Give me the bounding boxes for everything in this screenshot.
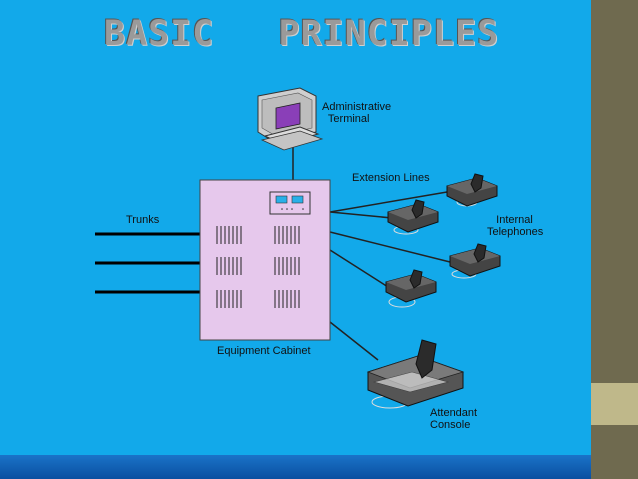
side-accent-block [591,383,638,425]
telephone-icon [385,269,437,308]
computer-terminal-icon [257,87,324,151]
telephone-icon [449,243,501,279]
equipment-cabinet [199,179,331,341]
cabinet-vents [216,226,300,308]
trunks-label: Trunks [126,214,160,226]
telephone-icon [446,173,498,207]
bottom-band [0,455,591,479]
equipment-cabinet-label: Equipment Cabinet [217,345,311,357]
slide-title: BASIC PRINCIPLES [104,14,500,54]
internal-telephones-label: Internal Telephones [487,214,544,238]
telephone-icon [387,199,439,235]
administrative-terminal-label: Administrative Terminal [322,101,392,125]
extension-lines-label: Extension Lines [352,172,430,184]
trunk-lines [95,232,200,294]
attendant-console-label: Attendant Console [430,407,478,431]
attendant-console-icon [366,339,465,409]
